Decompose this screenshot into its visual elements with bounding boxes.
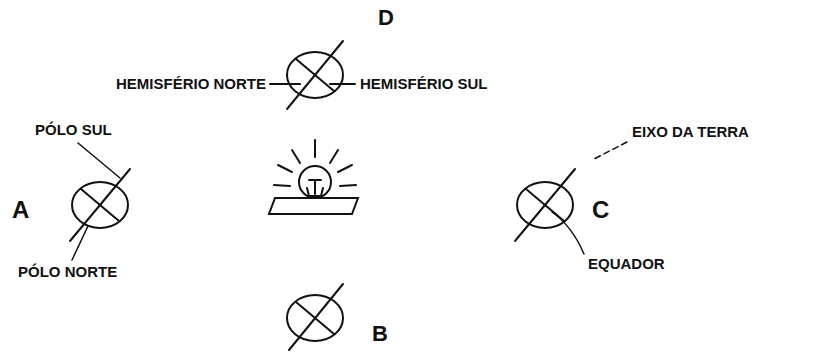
leader-line xyxy=(72,226,88,260)
leader-line xyxy=(270,83,300,85)
globe-c xyxy=(515,169,575,241)
globe-letter: C xyxy=(592,197,609,223)
leader-line xyxy=(552,212,584,254)
hemisphere-label: HEMISFÉRIO SUL xyxy=(360,76,488,93)
globe-letter: A xyxy=(12,197,29,223)
leader-line xyxy=(330,83,355,85)
equator-label: EQUADOR xyxy=(588,256,665,273)
globe-b xyxy=(287,284,343,350)
pole-label: PÓLO SUL xyxy=(35,122,112,139)
hemisphere-label: HEMISFÉRIO NORTE xyxy=(116,76,266,93)
globe-a xyxy=(70,169,130,241)
globe-letter: D xyxy=(378,6,394,30)
leader-line xyxy=(78,143,120,178)
pole-label: PÓLO NORTE xyxy=(18,264,117,281)
axis-label: EIXO DA TERRA xyxy=(632,124,749,141)
globe-d xyxy=(287,41,343,109)
leader-line xyxy=(592,142,627,160)
globe-letter: B xyxy=(372,322,388,346)
light-bulb xyxy=(269,140,358,214)
